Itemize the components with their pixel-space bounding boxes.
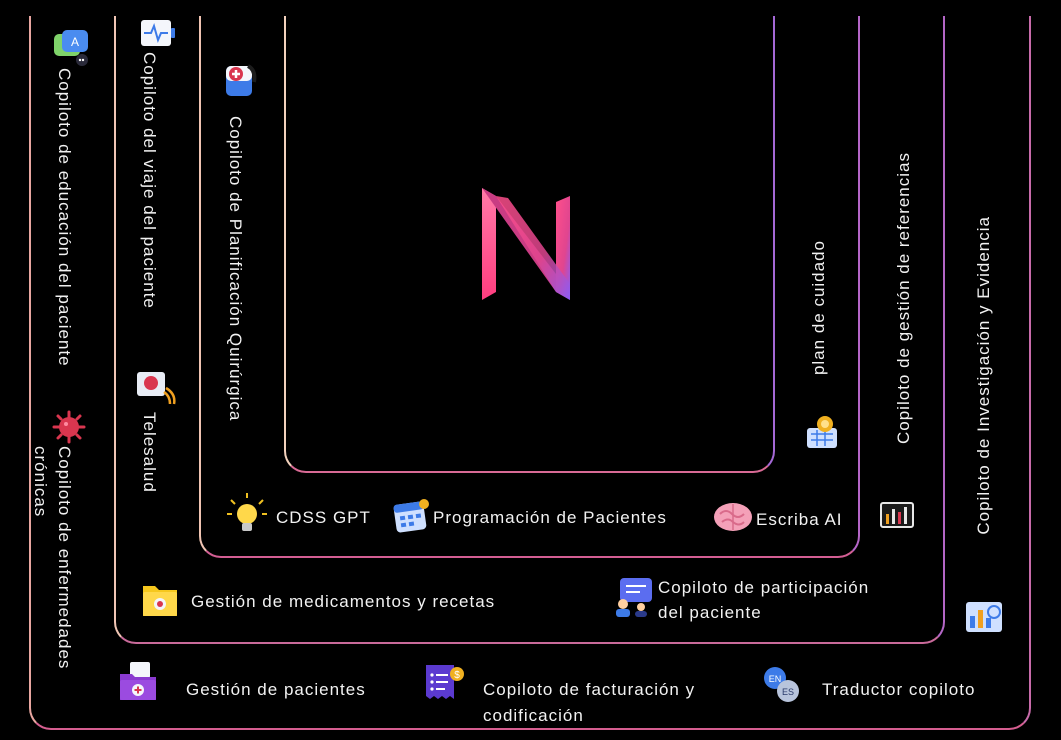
brand-logo [482,188,570,300]
label-facturacion-1: Copiloto de facturación y [483,680,696,699]
label-quirurgica: Copiloto de Planificación Quirúrgica [226,116,245,422]
heart-monitor-icon [141,20,175,46]
translate-icon: EN ES [764,667,799,702]
label-investigacion: Copiloto de Investigación y Evidencia [974,216,993,535]
label-telesalud: Telesalud [140,412,159,493]
virus-icon [52,410,86,444]
translate-badge-en: EN [769,674,782,684]
first-aid-icon [226,64,257,96]
label-participacion-1: Copiloto de participación [658,578,870,597]
label-escriba: Escriba AI [756,510,843,529]
svg-text:A: A [71,35,79,49]
lightbulb-icon [227,493,267,531]
label-enfermedades: Copiloto de enfermedades [55,446,74,670]
label-educacion: Copiloto de educación del paciente [55,68,74,367]
label-programacion: Programación de Pacientes [433,508,667,527]
label-referencias: Copiloto de gestión de referencias [894,152,913,444]
translate-badge-es: ES [782,687,794,697]
label-plan: plan de cuidado [809,240,828,376]
label-traductor: Traductor copiloto [822,680,976,699]
telehealth-icon [137,372,176,405]
billing-icon: $ [426,665,464,699]
inner-frame [284,16,775,473]
third-frame [199,16,860,558]
calendar-icon [393,499,429,533]
label-viaje: Copiloto del viaje del paciente [140,52,159,309]
second-frame [114,16,945,644]
label-medicamentos: Gestión de medicamentos y recetas [191,592,496,611]
svg-text:$: $ [454,670,460,681]
label-enfermedades-2: crónicas [31,446,50,518]
chat-education-icon: A [54,30,88,66]
report-chart-icon [880,502,914,528]
engagement-icon [616,578,652,617]
research-chart-icon [966,602,1002,632]
label-facturacion-2: codificación [483,706,584,725]
label-cdss: CDSS GPT [276,508,371,527]
brain-icon [714,503,752,531]
care-plan-icon [807,416,837,448]
label-participacion-2: del paciente [658,603,762,622]
outer-frame [29,16,1031,730]
label-pacientes: Gestión de pacientes [186,680,366,699]
medicine-folder-icon [143,586,177,616]
patient-folder-icon [120,662,156,700]
